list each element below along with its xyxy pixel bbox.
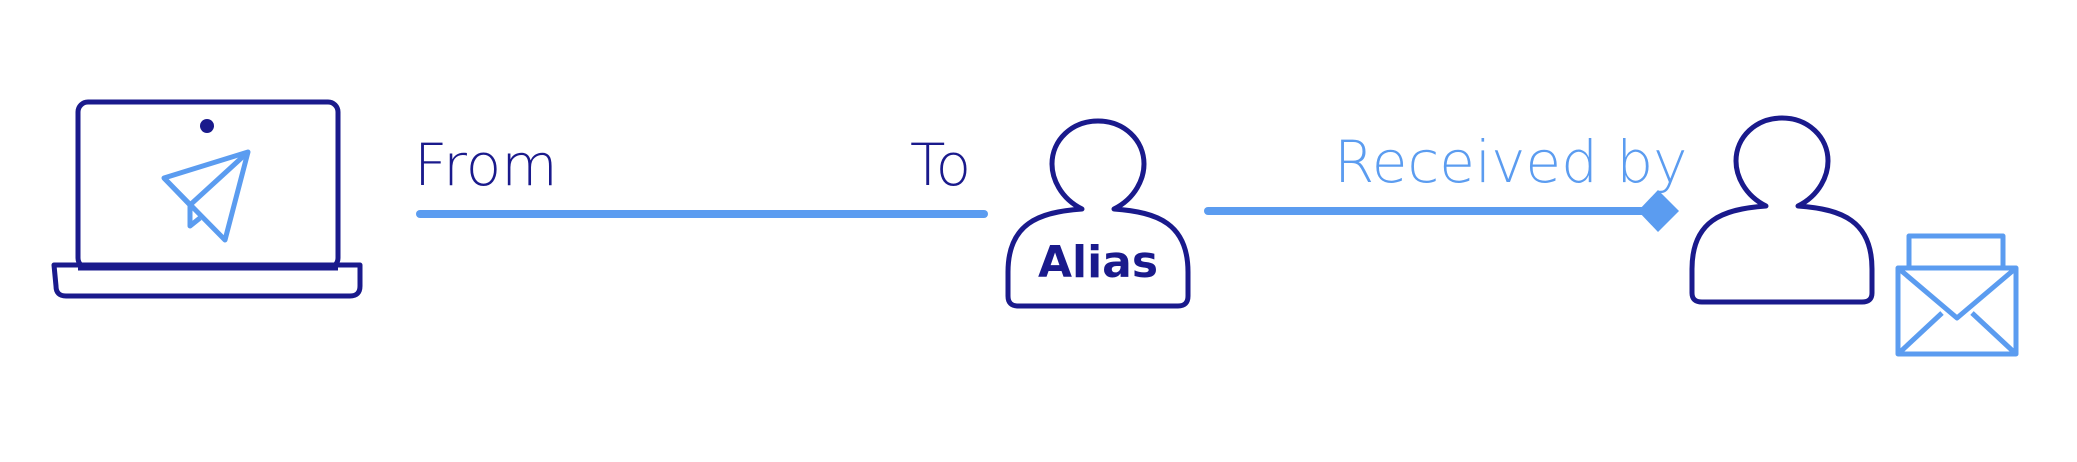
webcam-icon [200, 119, 214, 133]
arrow-head-icon [1638, 190, 1679, 232]
alias-person-icon [1005, 118, 1191, 309]
alias-label: Alias [1038, 237, 1158, 288]
envelope-icon [1895, 233, 2019, 357]
recipient-person-icon [1689, 115, 1875, 305]
laptop-icon [51, 99, 363, 299]
paper-plane-icon [161, 149, 251, 243]
from-label: From [414, 131, 558, 199]
to-label: To [910, 131, 971, 199]
received-by-label: Received by [1334, 128, 1687, 196]
